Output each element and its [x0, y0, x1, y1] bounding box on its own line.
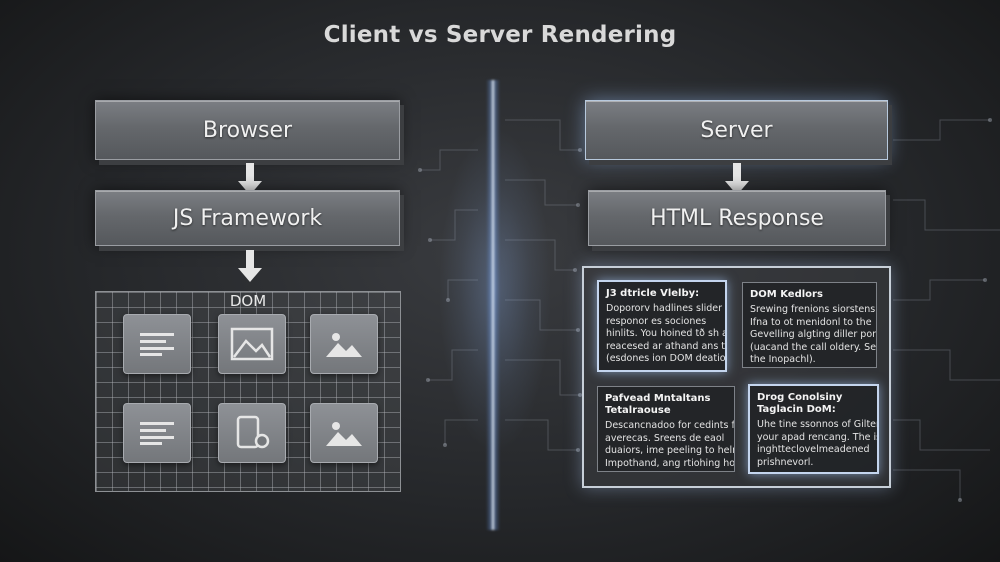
card-line: your apad rencang. The is-	[757, 431, 879, 443]
divider-glow-line	[486, 80, 500, 530]
html-response-label: HTML Response	[650, 205, 824, 231]
info-card-1: J3 dtricle Vlelby: Dopororv hadlines sli…	[597, 280, 727, 372]
browser-box: Browser	[95, 100, 400, 160]
image-frame-icon	[230, 327, 274, 361]
card-line: (esdones ion DOM deations)	[606, 353, 727, 364]
info-card-2: DOM Kedlors Srewing frenions siorstens I…	[742, 282, 877, 368]
arrow-down-icon	[725, 163, 749, 195]
card-line: hinlits. You hoined tð sh ato	[606, 328, 727, 339]
dom-tile-landscape	[310, 403, 378, 463]
card-heading: J3 dtricle Vlelby:	[606, 288, 700, 299]
browser-label: Browser	[202, 117, 293, 143]
text-lines-icon	[140, 422, 174, 445]
card-line: Srewing frenions siorstens	[750, 304, 876, 315]
arrow-down-icon	[238, 250, 262, 282]
card-line: (uacand the call oldery. Server	[750, 341, 877, 353]
card-line: reacesed ar athand ans tow	[606, 340, 727, 352]
card-line: averecas. Sreens de eaol	[605, 432, 725, 444]
dom-label: DOM	[229, 292, 267, 310]
card-heading: Pafvead Mntaltans Tetalraouse	[605, 393, 711, 416]
card-line: Dopororv hadlines slider	[606, 303, 723, 314]
landscape-icon	[326, 422, 362, 446]
info-card-3: Pafvead Mntaltans Tetalraouse Descancnad…	[597, 386, 735, 472]
card-heading: DOM Kedlors	[750, 289, 823, 300]
card-line: Ifna to ot menidonl to the	[750, 316, 872, 328]
card-line: Uhe tine ssonnos of Gilternes,	[757, 419, 877, 430]
card-heading: Drog Conolsiny Taglacin DoM:	[757, 392, 843, 415]
landscape-icon	[326, 333, 362, 357]
diagram-title: Client vs Server Rendering	[323, 22, 677, 48]
card-line: Gevelling algting diller pond	[750, 329, 877, 340]
html-response-box: HTML Response	[588, 190, 886, 246]
card-line: duaiors, ime peeling to helme	[605, 445, 735, 456]
server-label: Server	[700, 117, 773, 143]
card-line: inghtteclovelmeadened	[757, 444, 870, 455]
card-line: the Inopachl).	[750, 354, 816, 365]
text-lines-icon	[140, 333, 174, 356]
dom-tile-text	[123, 403, 191, 463]
card-line: Impothand, ang rtiohing hoil.	[605, 457, 735, 469]
dom-tile-device	[218, 403, 286, 463]
dom-tile-text	[123, 314, 191, 374]
card-line: Descancnadoo for cedints fnara	[605, 420, 735, 431]
card-line: responor es sociones	[606, 315, 707, 327]
server-box: Server	[585, 100, 888, 160]
info-card-4: Drog Conolsiny Taglacin DoM: Uhe tine ss…	[748, 384, 879, 474]
js-framework-box: JS Framework	[95, 190, 400, 246]
card-line: prishnevorl.	[757, 456, 814, 468]
arrow-down-icon	[238, 163, 262, 195]
js-framework-label: JS Framework	[172, 205, 323, 231]
dom-tile-image	[218, 314, 286, 374]
device-icon	[236, 415, 270, 449]
dom-tile-landscape	[310, 314, 378, 374]
